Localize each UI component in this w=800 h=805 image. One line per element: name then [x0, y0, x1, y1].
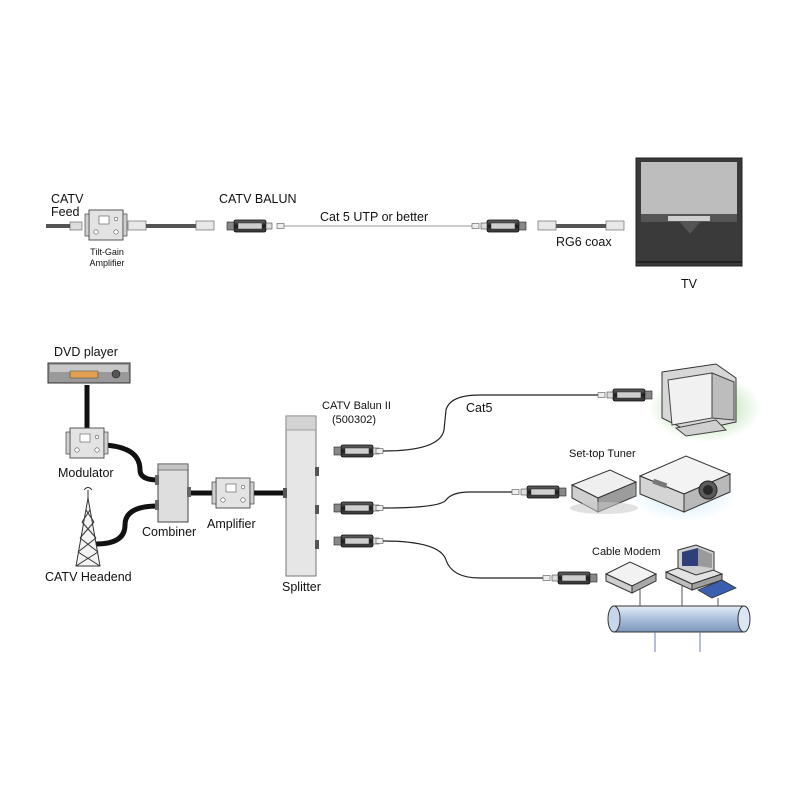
combiner-icon: [155, 463, 191, 523]
antenna-tower-icon: [75, 487, 101, 567]
amplifier-label: Amplifier: [207, 517, 256, 531]
cat5-cable-to-projector: [375, 489, 520, 511]
splitter-label: Splitter: [282, 580, 321, 594]
computer-icon: [664, 544, 737, 599]
splitter-icon: [283, 415, 319, 577]
cat5-utp-cable: [276, 223, 480, 229]
tilt-gain-label-line2: Amplifier: [89, 258, 125, 268]
rg6-coax-label: RG6 coax: [556, 235, 612, 249]
catv-balun-ii-icon: [606, 388, 653, 402]
projector-icon: [630, 455, 738, 522]
rg6-coax-cable: [537, 220, 625, 231]
tilt-gain-label-line1: Tilt-Gain: [90, 247, 124, 257]
catv-feed-label-line1: CATV: [51, 192, 84, 206]
network-pipe-icon: [607, 586, 751, 652]
dvd-player-label: DVD player: [54, 345, 118, 359]
cat5-label: Cat5: [466, 401, 493, 415]
catv-headend-label: CATV Headend: [45, 570, 132, 584]
amplifier-icon: [211, 477, 255, 509]
tv-icon: [635, 157, 743, 267]
catv-balun-ii-icon: [520, 485, 567, 499]
cat5-cable-to-monitor: [375, 392, 606, 454]
tilt-gain-amplifier-icon: [84, 209, 128, 241]
tv-label: TV: [681, 277, 697, 291]
catv-feed-label-line2: Feed: [51, 205, 80, 219]
modulator-label: Modulator: [58, 466, 114, 480]
cable-modem-label: Cable Modem: [592, 546, 661, 558]
monitor-icon: [649, 363, 761, 442]
cable-modulator-to-combiner: [103, 442, 159, 483]
set-top-tuner-label: Set-top Tuner: [569, 448, 636, 460]
cat5-utp-label: Cat 5 UTP or better: [320, 210, 429, 224]
catv-balun-icon: [480, 219, 527, 233]
catv-feed-cable: [46, 221, 83, 231]
catv-balun-ii-icon: [333, 444, 380, 458]
cable-headend-to-combiner: [95, 503, 159, 547]
catv-balun-ii-label-line1: CATV Balun II: [322, 400, 391, 412]
dvd-player-icon: [47, 362, 131, 384]
catv-balun-label: CATV BALUN: [219, 192, 297, 206]
catv-balun-ii-icon: [333, 534, 380, 548]
catv-balun-ii-icon: [333, 501, 380, 515]
catv-balun-icon: [226, 219, 273, 233]
cat5-cable-to-modem: [375, 538, 551, 581]
modulator-icon: [65, 427, 109, 459]
catv-balun-ii-label-line2: (500302): [332, 414, 377, 426]
cable-modem-icon: [604, 561, 658, 594]
combiner-label: Combiner: [142, 525, 197, 539]
set-top-tuner-icon: [570, 469, 638, 514]
catv-balun-ii-icon: [551, 571, 598, 585]
amp-to-balun-coax: [127, 220, 215, 231]
